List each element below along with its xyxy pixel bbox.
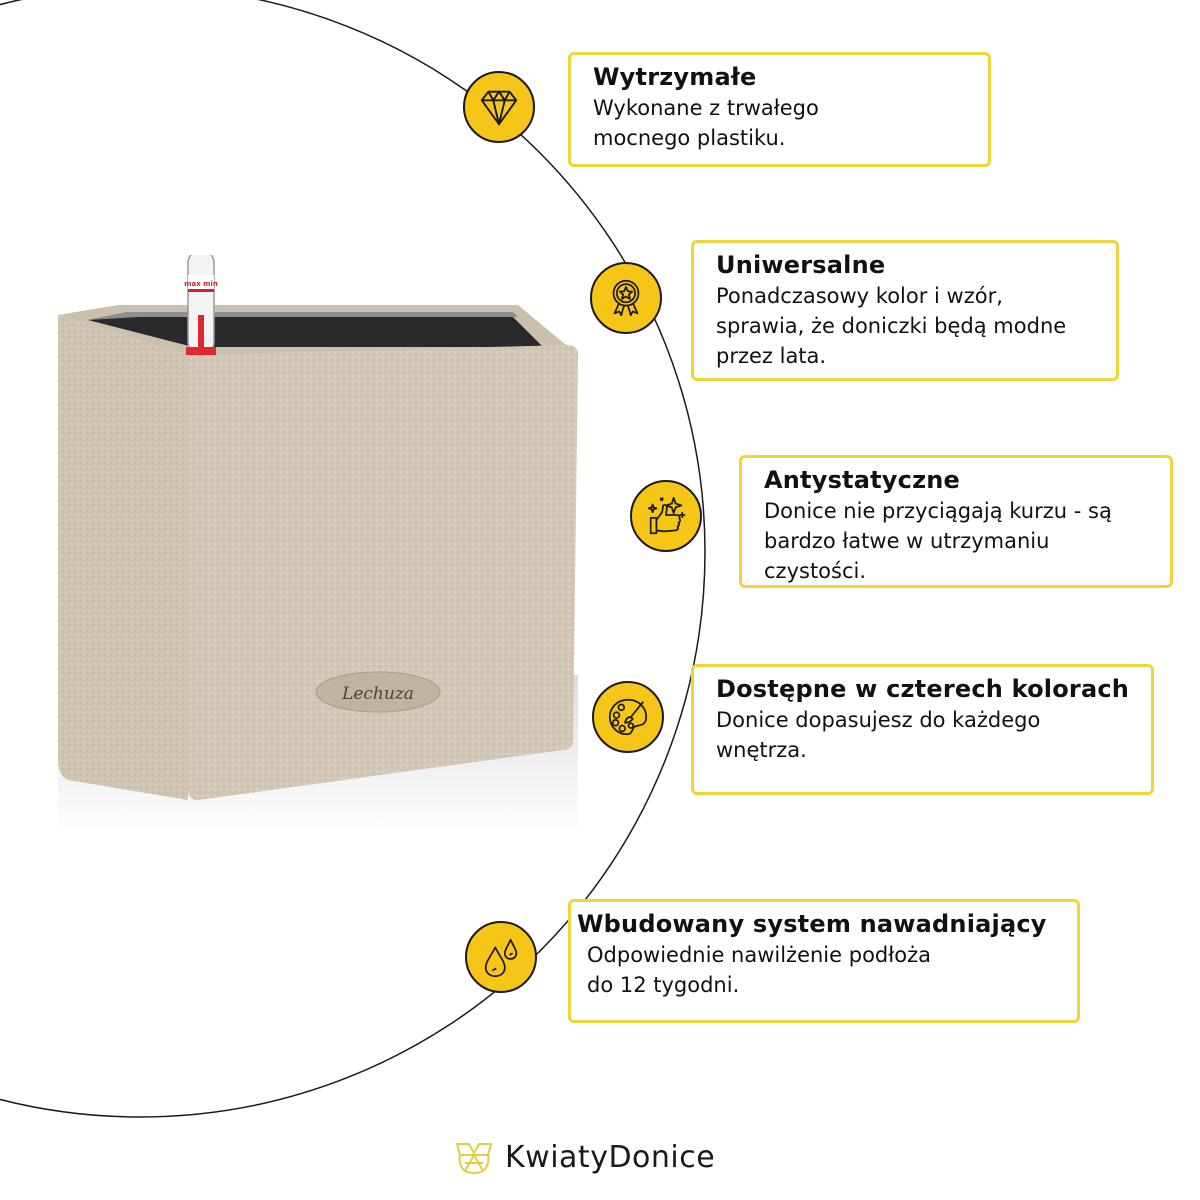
feature-card-antistatic: Antystatyczne Donice nie przyciągają kur… <box>739 455 1173 588</box>
feature-card-durable: Wytrzymałe Wykonane z trwałego mocnego p… <box>568 52 991 167</box>
butterfly-logo-icon <box>456 1142 492 1174</box>
feature-title: Dostępne w czterech kolorach <box>716 675 1130 703</box>
water-indicator-label: max min <box>184 280 218 288</box>
feature-title: Uniwersalne <box>716 251 886 279</box>
feature-description-line: czystości. <box>764 559 867 583</box>
brand-name: KwiatyDonice <box>505 1140 716 1175</box>
feature-card-irrigation: Wbudowany system nawadniający Odpowiedni… <box>568 899 1080 1023</box>
feature-description-line: do 12 tygodni. <box>587 973 740 997</box>
feature-card-universal: Uniwersalne Ponadczasowy kolor i wzór, s… <box>691 240 1119 381</box>
feature-description-line: Donice dopasujesz do każdego <box>716 708 1041 732</box>
feature-description-line: Odpowiednie nawilżenie podłoża <box>587 943 931 967</box>
feature-title: Wbudowany system nawadniający <box>577 910 1047 938</box>
feature-description-line: bardzo łatwe w utrzymaniu <box>764 529 1050 553</box>
feature-title: Antystatyczne <box>764 466 961 494</box>
palette-icon <box>592 681 664 753</box>
feature-description-line: Ponadczasowy kolor i wzór, <box>716 284 1003 308</box>
footer-brand: KwiatyDonice <box>455 1140 715 1175</box>
feature-description-line: wnętrza. <box>716 738 807 762</box>
lechuza-logo: Lechuza <box>341 684 414 704</box>
feature-description-line: sprawia, że doniczki będą modne <box>716 314 1067 338</box>
feature-description-line: mocnego plastiku. <box>593 126 786 150</box>
water-drops-icon <box>465 921 537 993</box>
feature-description-line: Wykonane z trwałego <box>593 96 819 120</box>
product-image-planter: Lechuza max min <box>58 249 578 835</box>
diamond-icon <box>463 71 535 143</box>
thumbs-up-sparkle-icon <box>630 480 702 552</box>
feature-title: Wytrzymałe <box>593 63 757 91</box>
feature-description-line: przez lata. <box>716 344 827 368</box>
feature-description-line: Donice nie przyciągają kurzu - są <box>764 499 1112 523</box>
feature-card-colors: Dostępne w czterech kolorach Donice dopa… <box>691 664 1154 795</box>
award-badge-icon <box>590 262 662 334</box>
